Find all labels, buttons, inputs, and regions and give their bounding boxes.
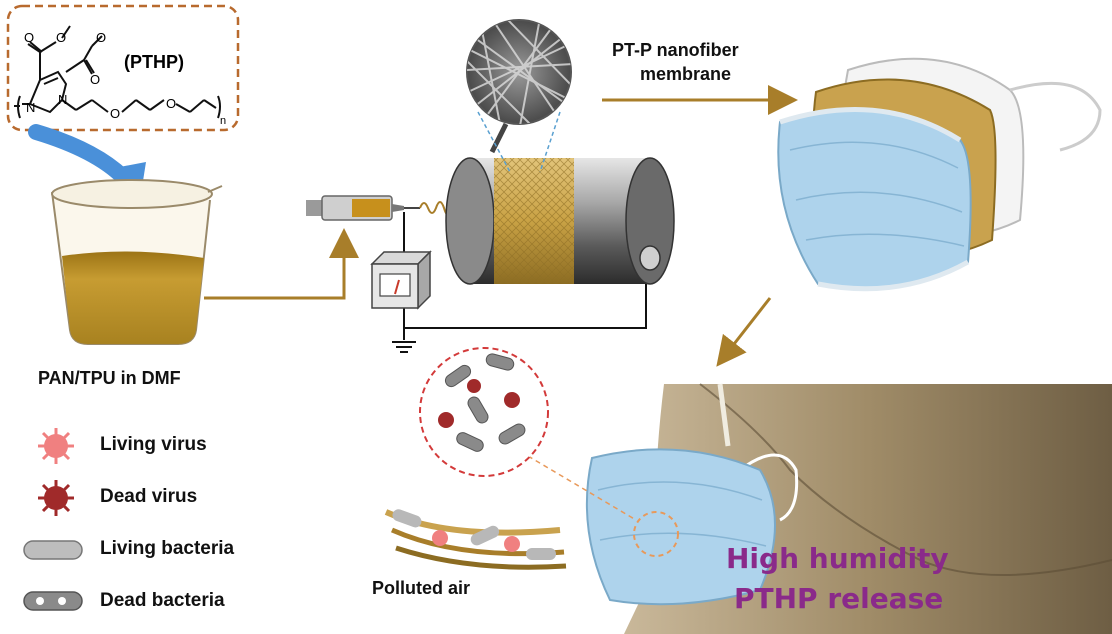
feed-line	[204, 234, 344, 298]
atom-o2: O	[56, 30, 66, 45]
membrane-label-line2: membrane	[640, 64, 731, 84]
solution-label: PAN/TPU in DMF	[38, 368, 181, 388]
atom-o6: O	[166, 96, 176, 111]
atom-n2: N	[58, 92, 67, 107]
atom-n-subscript: n	[220, 115, 226, 127]
structure-bonds	[14, 26, 220, 118]
high-voltage-supply	[372, 252, 430, 308]
release-label-line2: PTHP release	[734, 582, 943, 615]
legend	[24, 428, 82, 610]
collector-drum	[446, 124, 674, 284]
atom-n1: N	[26, 100, 35, 115]
legend-living-virus-label: Living virus	[100, 434, 207, 456]
pathogen-zoom	[420, 348, 548, 476]
syringe	[306, 196, 420, 220]
atom-o4: O	[90, 72, 100, 87]
atom-o5: O	[110, 106, 120, 121]
polluted-air	[386, 508, 566, 568]
release-label-line1: High humidity	[726, 542, 949, 575]
polluted-air-label: Polluted air	[372, 578, 470, 598]
membrane-label-line1: PT-P nanofiber	[612, 40, 739, 60]
dead-virus-icon	[38, 480, 74, 516]
sem-image	[464, 18, 574, 172]
beaker	[52, 180, 222, 344]
wear-arrow	[720, 298, 770, 362]
atom-o3: O	[96, 30, 106, 45]
mask-exploded	[778, 59, 1100, 289]
legend-dead-virus-label: Dead virus	[100, 486, 197, 508]
dead-bacteria-icon	[24, 592, 82, 610]
living-bacteria-icon	[24, 541, 82, 559]
living-virus-icon	[38, 428, 74, 464]
legend-dead-bacteria-label: Dead bacteria	[100, 590, 225, 612]
atom-o1: O	[24, 30, 34, 45]
legend-living-bacteria-label: Living bacteria	[100, 538, 234, 560]
compound-label: (PTHP)	[124, 52, 184, 72]
pthp-structure: O O O O N N O O n (PTHP)	[8, 6, 238, 130]
